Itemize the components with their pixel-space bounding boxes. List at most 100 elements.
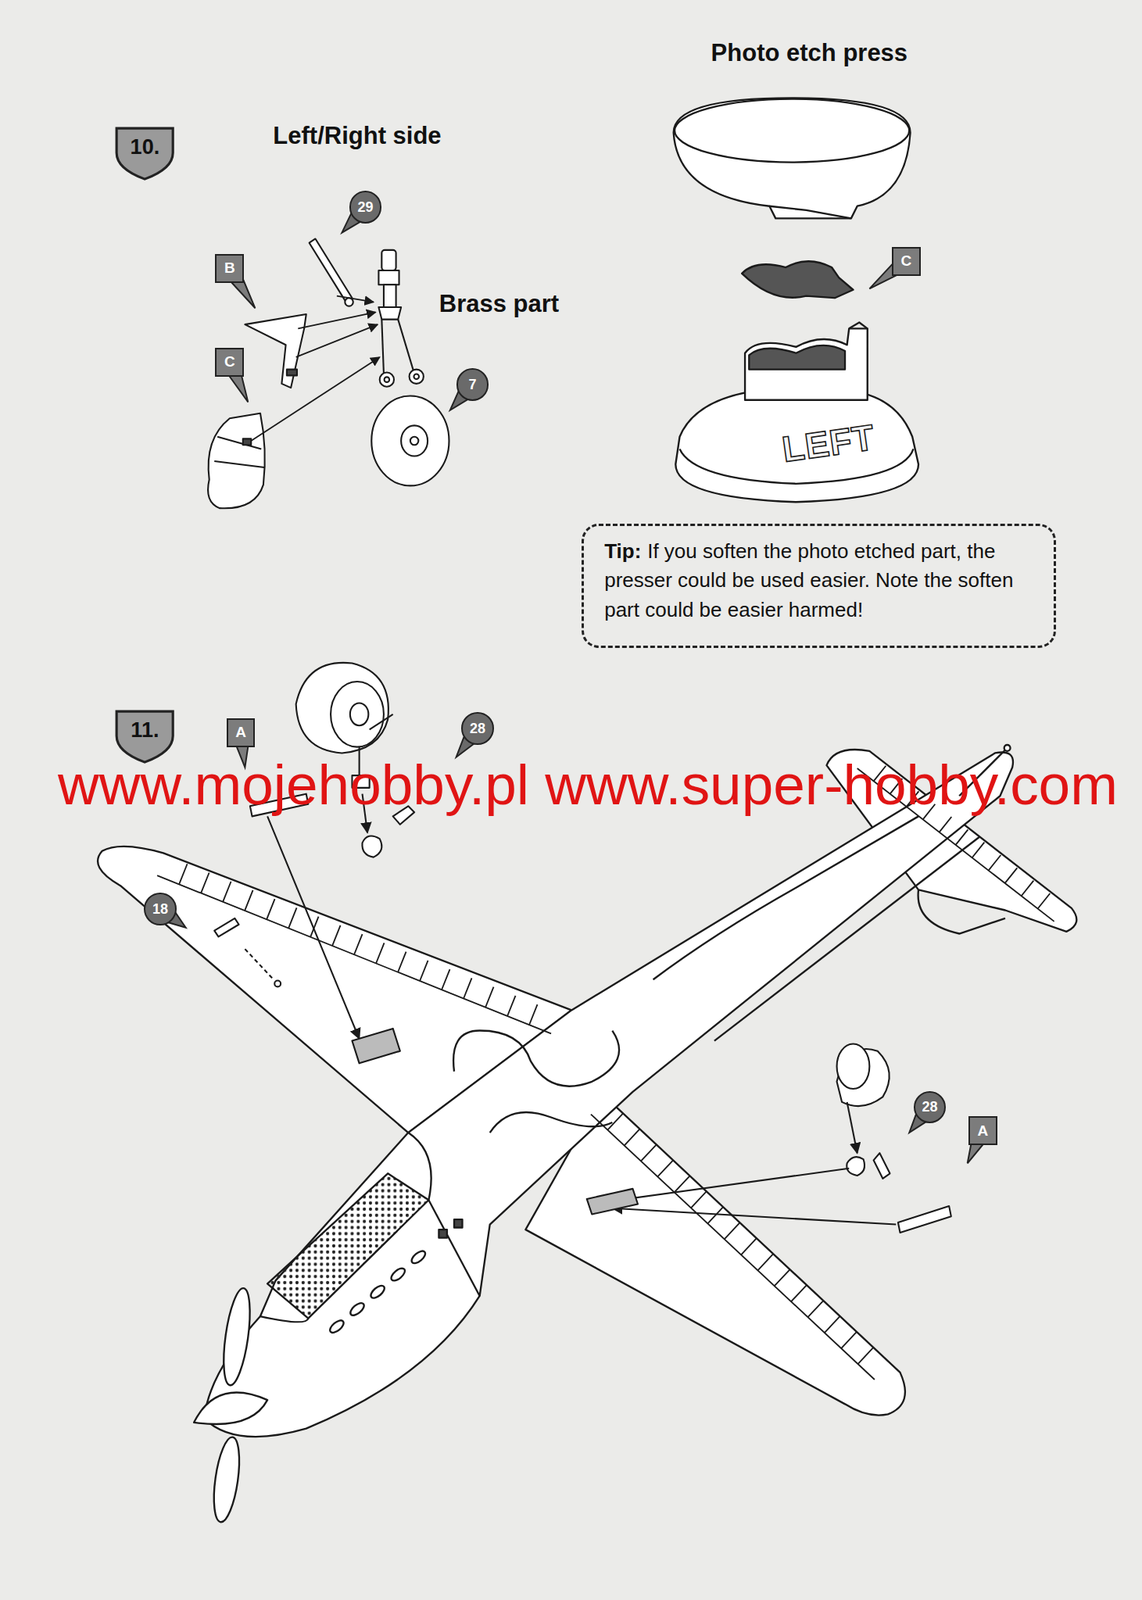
flap-rib — [1021, 880, 1035, 897]
gear-assembly — [846, 1156, 865, 1176]
landing-gear-parts — [243, 438, 251, 445]
part-note: Brass part — [439, 289, 559, 319]
gear-assembly — [873, 1152, 891, 1179]
photo-etch-press — [769, 206, 851, 219]
flap-rib — [791, 1285, 807, 1302]
aircraft-drawing — [389, 1266, 408, 1283]
landing-gear-parts — [381, 250, 396, 271]
step-badge: 10. — [114, 125, 176, 182]
gear-assembly — [898, 1206, 952, 1233]
callout-number: 7 — [456, 368, 490, 401]
flap-rib — [674, 1176, 691, 1193]
flap-rib — [463, 977, 472, 999]
flap-rib — [939, 816, 953, 833]
flap-rib — [690, 1191, 707, 1208]
gear-assembly — [274, 980, 281, 988]
part-letter: A — [968, 1116, 998, 1146]
aircraft-drawing — [328, 1219, 463, 1336]
flap-rib — [332, 925, 341, 946]
landing-gear-parts — [397, 319, 414, 371]
flap-rib — [200, 872, 209, 893]
aircraft-drawing — [97, 744, 1077, 1524]
landing-gear-parts — [250, 296, 380, 441]
node-text: 28 — [921, 1099, 938, 1116]
flap-rib — [607, 1113, 623, 1131]
flap-hatching — [157, 766, 1055, 1380]
aircraft-drawing — [204, 751, 1014, 1437]
flap-line — [157, 875, 552, 1034]
landing-gear-parts — [378, 307, 401, 320]
part-letter: C — [891, 247, 921, 276]
node-text: 10. — [130, 135, 161, 160]
node-text: 11. — [130, 718, 159, 743]
node-text: 29 — [357, 199, 373, 216]
tip-box: Tip:If you soften the photo etched part,… — [581, 523, 1057, 648]
node-text: A — [235, 723, 247, 742]
flap-rib — [507, 995, 516, 1017]
landing-gear-parts — [207, 238, 449, 509]
flap-rib — [288, 907, 297, 928]
node-text: C — [224, 353, 236, 371]
part-letter: A — [226, 718, 256, 748]
node-text: 7 — [468, 376, 477, 394]
aircraft-drawing — [218, 1286, 255, 1387]
callout-number: 28 — [913, 1091, 947, 1125]
landing-gear-parts — [297, 311, 376, 329]
gear-assembly — [351, 1028, 400, 1064]
landing-gear-parts — [296, 324, 378, 358]
gear-assembly — [350, 702, 369, 726]
landing-gear-parts — [214, 436, 265, 468]
press-marking: LEFT — [779, 415, 878, 471]
flap-line — [590, 1114, 875, 1380]
flap-rib — [222, 881, 231, 903]
landing-gear-parts — [379, 372, 394, 387]
photo-etch-press — [673, 97, 911, 219]
flap-rib — [807, 1300, 824, 1318]
flap-rib — [397, 952, 406, 973]
landing-gear-parts — [378, 270, 399, 285]
node-text: 18 — [152, 901, 169, 918]
landing-gear-parts — [286, 369, 298, 376]
part-letter: B — [214, 254, 244, 283]
callout-number: 28 — [461, 712, 495, 745]
flap-rib — [310, 916, 319, 938]
flap-rib — [972, 842, 985, 859]
flap-rib — [529, 1004, 537, 1025]
photo-etch-press — [741, 261, 853, 298]
node-text: B — [224, 259, 236, 277]
callout-pointers — [168, 213, 983, 1164]
flap-rib — [1005, 867, 1018, 884]
aircraft-drawing — [490, 1112, 613, 1133]
flap-rib — [244, 890, 253, 911]
aircraft-drawing — [260, 1316, 308, 1322]
photo-etch-press — [675, 391, 919, 502]
step-heading: Left/Right side — [272, 121, 441, 151]
flap-rib — [757, 1253, 774, 1271]
flap-rib — [441, 969, 450, 990]
flap-rib — [657, 1160, 674, 1178]
tool-heading: Photo etch press — [711, 39, 909, 68]
node-text: A — [977, 1122, 989, 1140]
flap-rib — [624, 1129, 641, 1146]
flap-rib — [485, 987, 494, 1008]
flap-rib — [988, 855, 1002, 871]
node-text: 28 — [469, 720, 486, 738]
flap-rib — [955, 829, 969, 845]
gear-assembly — [330, 681, 384, 748]
aircraft-drawing — [328, 1317, 347, 1335]
watermark: www.mojehobby.pl www.super-hobby.com — [57, 751, 1118, 817]
aircraft-drawing — [1004, 744, 1011, 752]
flap-rib — [354, 934, 362, 955]
flap-rib — [266, 898, 275, 920]
photo-etch-press — [673, 97, 919, 502]
landing-gear-parts — [413, 373, 419, 380]
landing-gear-parts — [410, 436, 419, 445]
landing-gear-parts — [381, 319, 384, 374]
gear-assembly — [214, 918, 239, 937]
flap-rib — [375, 942, 384, 964]
aircraft-drawing — [193, 1392, 268, 1425]
aircraft-drawing — [454, 1219, 462, 1228]
photo-etch-press — [744, 328, 868, 400]
flap-rib — [741, 1238, 757, 1255]
landing-gear-parts — [244, 314, 306, 388]
